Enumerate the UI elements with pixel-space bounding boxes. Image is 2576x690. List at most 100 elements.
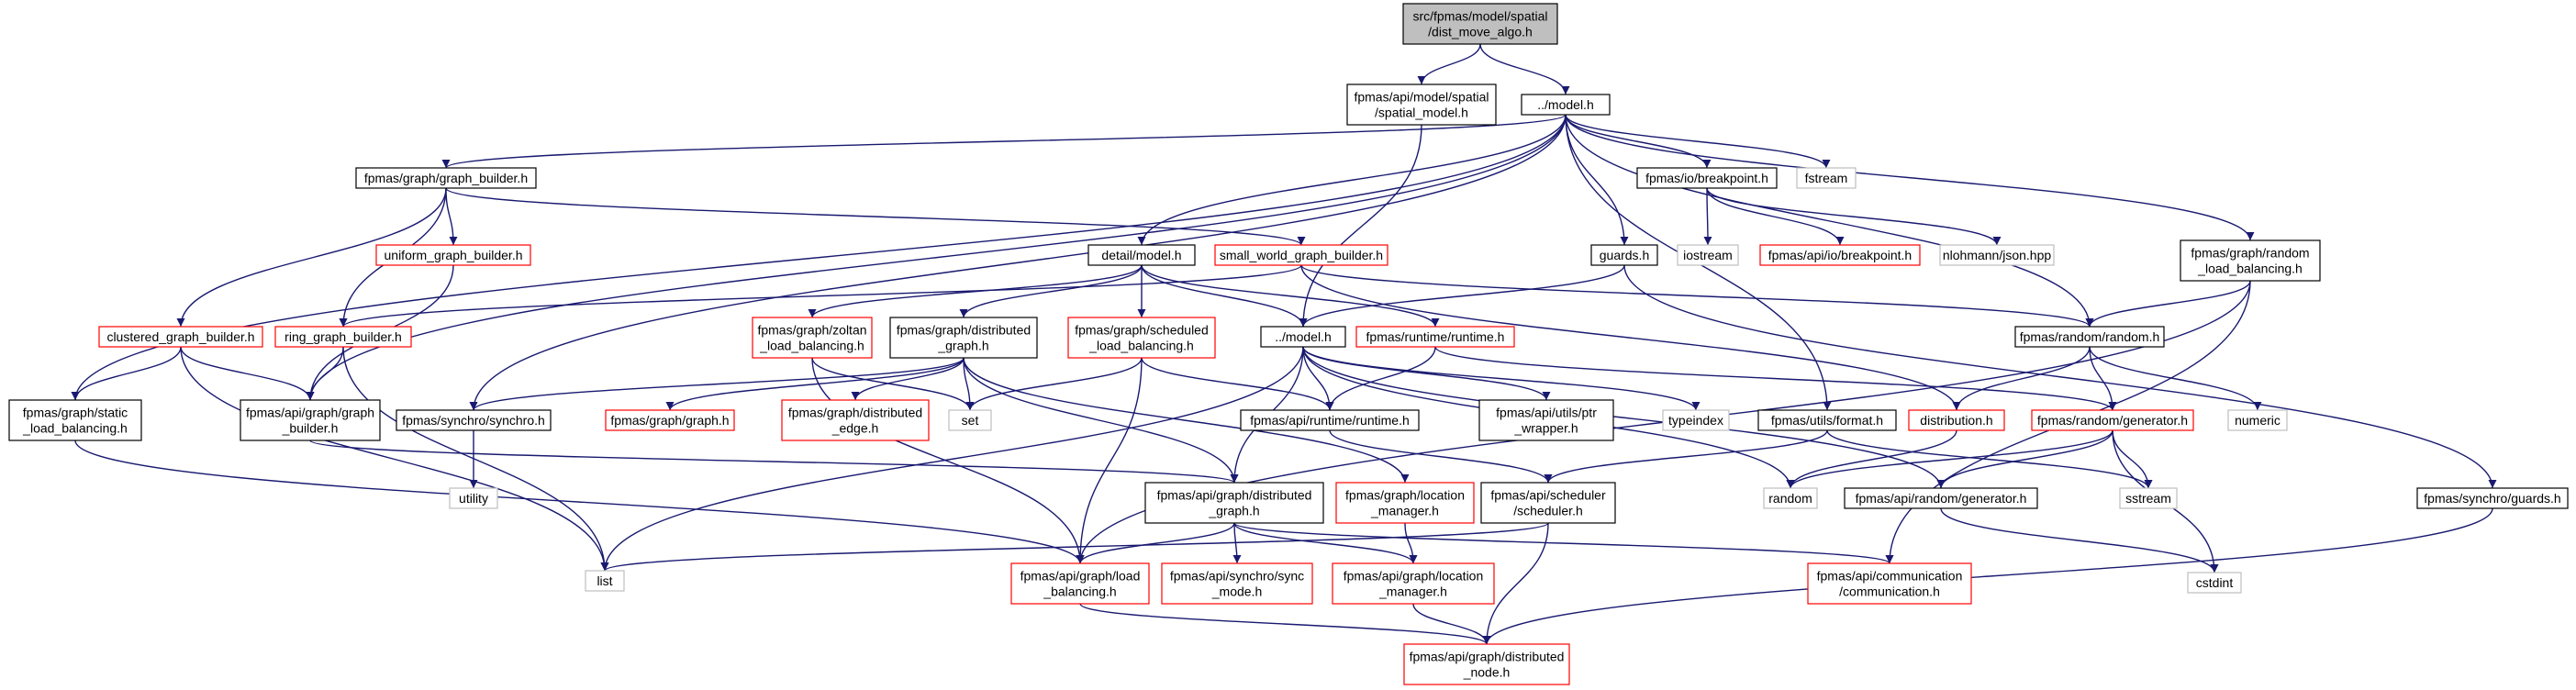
- node-label: fpmas/api/utils/ptr: [1496, 406, 1597, 420]
- node-api-loc-manager[interactable]: fpmas/api/graph/location_manager.h: [1332, 562, 1495, 605]
- node-api-runtime[interactable]: fpmas/api/runtime/runtime.h: [1240, 409, 1420, 431]
- node-distribution[interactable]: distribution.h: [1908, 409, 2005, 431]
- node-box: [1260, 326, 1346, 348]
- node-box: [1335, 482, 1475, 524]
- node-random-std[interactable]: random: [1763, 487, 1818, 509]
- edge-guards-h-to-synchro-guards: [1623, 264, 2497, 489]
- node-api-dist-graph[interactable]: fpmas/api/graph/distributed_graph.h: [1144, 482, 1324, 524]
- edge-generator-to-sstream: [2112, 429, 2153, 489]
- node-clustered[interactable]: clustered_graph_builder.h: [98, 326, 263, 348]
- node-static-lb[interactable]: fpmas/graph/static_load_balancing.h: [8, 399, 142, 441]
- node-list[interactable]: list: [585, 570, 625, 592]
- node-label: _node.h: [1463, 665, 1511, 680]
- node-label: /communication.h: [1839, 584, 1940, 599]
- edge-small-world-to-ring: [339, 264, 1302, 328]
- node-api-graph-builder[interactable]: fpmas/api/graph/graph_builder.h: [240, 399, 381, 441]
- node-label: set: [962, 413, 979, 428]
- node-ptr-wrapper[interactable]: fpmas/api/utils/ptr_wrapper.h: [1478, 399, 1614, 441]
- edge-model-h-to-graph-builder: [441, 114, 1567, 169]
- node-sstream[interactable]: sstream: [2119, 487, 2178, 509]
- node-typeindex[interactable]: typeindex: [1662, 409, 1730, 431]
- node-cstdint[interactable]: cstdint: [2187, 572, 2242, 594]
- node-fstream[interactable]: fstream: [1796, 167, 1857, 189]
- node-label: guards.h: [1600, 248, 1649, 262]
- node-uniform-gb[interactable]: uniform_graph_builder.h: [375, 244, 531, 266]
- node-box: [1521, 94, 1611, 116]
- node-label: fpmas/api/runtime/runtime.h: [1250, 413, 1410, 428]
- node-model-h[interactable]: ../model.h: [1521, 94, 1611, 116]
- node-label: fpmas/graph/scheduled: [1075, 323, 1209, 338]
- edge-scheduler-to-dist-node: [1482, 522, 1549, 645]
- node-label: ring_graph_builder.h: [284, 329, 402, 344]
- node-label: fpmas/graph/distributed: [788, 406, 922, 420]
- node-label: fpmas/graph/zoltan: [757, 323, 866, 338]
- node-sched-lb[interactable]: fpmas/graph/scheduled_load_balancing.h: [1067, 317, 1216, 359]
- node-set[interactable]: set: [948, 409, 992, 431]
- edge-model-h-to-fstream: [1565, 114, 1831, 169]
- node-breakpoint-io[interactable]: fpmas/io/breakpoint.h: [1636, 167, 1778, 189]
- node-root[interactable]: src/fpmas/model/spatial/dist_move_algo.h: [1402, 3, 1558, 45]
- node-label: fpmas/api/scheduler: [1490, 488, 1606, 503]
- node-random-lb[interactable]: fpmas/graph/random_load_balancing.h: [2180, 239, 2321, 282]
- node-box: [1757, 409, 1897, 431]
- edge-api-dist-graph-to-api-loc-manager: [1233, 522, 1418, 564]
- node-api-load-balancing[interactable]: fpmas/api/graph/load_balancing.h: [1010, 562, 1150, 605]
- edge-detail-model-to-runtime-rt: [1141, 264, 1440, 328]
- edge-zoltan-to-set: [811, 357, 975, 411]
- node-label: _balancing.h: [1043, 584, 1116, 599]
- node-box: [355, 167, 537, 189]
- node-label: fpmas/graph/graph_builder.h: [364, 171, 528, 185]
- node-synchro[interactable]: fpmas/synchro/synchro.h: [396, 409, 552, 431]
- node-scheduler[interactable]: fpmas/api/scheduler/scheduler.h: [1480, 482, 1616, 524]
- node-dist-node[interactable]: fpmas/api/graph/distributed_node.h: [1403, 643, 1570, 685]
- node-graph-h[interactable]: fpmas/graph/graph.h: [605, 409, 735, 431]
- node-synchro-guards[interactable]: fpmas/synchro/guards.h: [2416, 487, 2569, 509]
- node-small-world[interactable]: small_world_graph_builder.h: [1214, 244, 1388, 266]
- node-dist-edge[interactable]: fpmas/graph/distributed_edge.h: [781, 399, 930, 441]
- edge-random-random-to-generator: [2089, 346, 2117, 411]
- node-guards-h[interactable]: guards.h: [1590, 244, 1658, 266]
- node-runtime-rt[interactable]: fpmas/runtime/runtime.h: [1355, 326, 1515, 348]
- edge-root-to-spatial-model: [1417, 43, 1481, 85]
- node-label: _wrapper.h: [1513, 421, 1578, 436]
- node-spatial-model[interactable]: fpmas/api/model/spatial/spatial_model.h: [1346, 83, 1497, 126]
- node-numeric[interactable]: numeric: [2227, 409, 2288, 431]
- node-box: [1087, 244, 1196, 266]
- node-iostream[interactable]: iostream: [1677, 244, 1739, 266]
- edge-model-h-to-guards-h: [1565, 114, 1629, 246]
- node-box: [1161, 562, 1313, 605]
- node-label: fpmas/graph/random: [2191, 246, 2309, 261]
- node-box: [1908, 409, 2005, 431]
- node-ring[interactable]: ring_graph_builder.h: [274, 326, 412, 348]
- edge-model-h-to-detail-model: [1137, 114, 1567, 246]
- node-box: [1355, 326, 1515, 348]
- node-dotdot-model[interactable]: ../model.h: [1260, 326, 1346, 348]
- node-generator[interactable]: fpmas/random/generator.h: [2031, 409, 2194, 431]
- node-box: [2031, 409, 2194, 431]
- node-box: [1240, 409, 1420, 431]
- node-sync-mode[interactable]: fpmas/api/synchro/sync_mode.h: [1161, 562, 1313, 605]
- node-loc-manager[interactable]: fpmas/graph/location_manager.h: [1335, 482, 1475, 524]
- node-json[interactable]: nlohmann/json.hpp: [1939, 244, 2055, 266]
- node-box: [1939, 244, 2055, 266]
- node-graph-builder[interactable]: fpmas/graph/graph_builder.h: [355, 167, 537, 189]
- node-box: [1763, 487, 1818, 509]
- edge-guards-h-to-dotdot-model: [1299, 264, 1625, 328]
- node-zoltan[interactable]: fpmas/graph/zoltan_load_balancing.h: [752, 317, 873, 359]
- node-label: _load_balancing.h: [22, 421, 128, 436]
- edge-generator-to-api-generator: [1936, 429, 2113, 489]
- node-label: fpmas/api/graph/distributed: [1157, 488, 1312, 503]
- node-dist-graph[interactable]: fpmas/graph/distributed_graph.h: [889, 317, 1038, 359]
- node-api-generator[interactable]: fpmas/api/random/generator.h: [1844, 487, 2038, 509]
- node-detail-model[interactable]: detail/model.h: [1087, 244, 1196, 266]
- node-utils-format[interactable]: fpmas/utils/format.h: [1757, 409, 1897, 431]
- edge-detail-model-to-dist-graph: [959, 264, 1143, 318]
- node-box: [948, 409, 992, 431]
- node-api-breakpoint[interactable]: fpmas/api/io/breakpoint.h: [1759, 244, 1921, 266]
- node-communication[interactable]: fpmas/api/communication/communication.h: [1807, 562, 1972, 605]
- node-label: fpmas/api/io/breakpoint.h: [1768, 248, 1912, 262]
- node-random-random[interactable]: fpmas/random/random.h: [2014, 326, 2165, 348]
- node-utility[interactable]: utility: [449, 487, 498, 509]
- node-box: [781, 399, 930, 441]
- node-box: [1636, 167, 1778, 189]
